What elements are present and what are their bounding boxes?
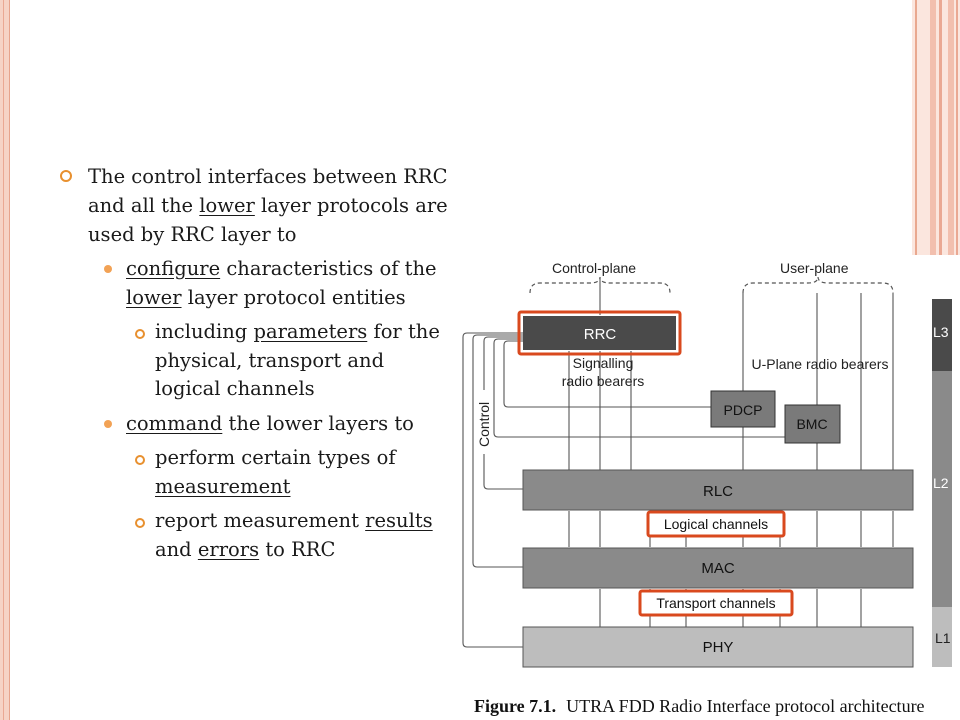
logical-channels-highlight bbox=[646, 510, 786, 538]
bullet-level-2: configure characteristics of the lower l… bbox=[60, 255, 450, 312]
bmc-box bbox=[784, 404, 841, 444]
l2-label: L2 bbox=[933, 475, 949, 491]
underlined-term: command bbox=[126, 411, 223, 435]
bullet-text: including bbox=[155, 320, 254, 343]
pdcp-label: PDCP bbox=[724, 402, 763, 418]
bullet-level-2: command the lower layers to bbox=[60, 410, 450, 439]
user-plane-label: User-plane bbox=[780, 260, 849, 276]
pdcp-box bbox=[710, 390, 776, 428]
figure-caption-label: Figure 7.1. bbox=[474, 696, 557, 716]
slide-right-decoration bbox=[912, 0, 960, 258]
l3-bar bbox=[932, 299, 952, 371]
underlined-term: errors bbox=[197, 537, 260, 561]
rrc-box bbox=[523, 316, 676, 350]
bullet-text: for the physical, transport and logical … bbox=[155, 320, 440, 400]
bullet-text: layer protocols are used by RRC layer to bbox=[88, 194, 448, 246]
control-label: Control bbox=[476, 402, 492, 447]
underlined-term: configure bbox=[126, 257, 221, 280]
underlined-term: parameters bbox=[253, 320, 368, 343]
bullet-text: and bbox=[155, 537, 198, 561]
underlined-term: results bbox=[365, 509, 433, 532]
transport-channels-label: Transport channels bbox=[656, 595, 775, 611]
bullet-text: to RRC bbox=[259, 537, 336, 561]
bullet-marker-icon bbox=[104, 419, 112, 428]
underlined-term: lower bbox=[126, 285, 182, 309]
uplane-bearers-label: U-Plane radio bearers bbox=[752, 356, 889, 372]
l1-label: L1 bbox=[935, 630, 951, 646]
bullet-text: perform certain types of bbox=[155, 446, 396, 469]
l3-label: L3 bbox=[933, 324, 949, 340]
underlined-term: measurement bbox=[155, 474, 291, 498]
bullet-marker-icon bbox=[60, 170, 72, 182]
bullet-list: The control interfaces between RRC and a… bbox=[60, 162, 450, 564]
user-plane-brace bbox=[742, 276, 894, 294]
rrc-label: RRC bbox=[584, 326, 617, 343]
l1-bar bbox=[932, 607, 952, 667]
control-plane-brace bbox=[529, 276, 671, 294]
l2-bar bbox=[932, 371, 952, 607]
bmc-label: BMC bbox=[796, 416, 827, 432]
mac-label: MAC bbox=[701, 560, 735, 577]
bullet-marker-icon bbox=[135, 518, 145, 528]
phy-label: PHY bbox=[703, 639, 734, 656]
bullet-text: report measurement bbox=[155, 509, 366, 532]
figure-caption-text: UTRA FDD Radio Interface protocol archit… bbox=[566, 696, 925, 716]
signalling-label-2: radio bearers bbox=[562, 373, 645, 389]
bullet-marker-icon bbox=[135, 455, 145, 465]
bullet-level-3: perform certain types of measurement bbox=[60, 444, 450, 501]
bullet-level-3: report measurement results and errors to… bbox=[60, 507, 450, 564]
bullet-text: layer protocol entities bbox=[181, 285, 406, 309]
logical-channels-label: Logical channels bbox=[664, 516, 768, 532]
protocol-architecture-figure: L3 L2 L1 Control-plane User-plane bbox=[455, 255, 960, 720]
rrc-highlight bbox=[517, 310, 682, 356]
phy-box bbox=[522, 626, 914, 668]
rlc-box bbox=[522, 469, 914, 511]
bullet-marker-icon bbox=[104, 265, 112, 273]
underlined-term: lower bbox=[199, 194, 255, 217]
rlc-label: RLC bbox=[703, 483, 733, 500]
bullet-level-3: including parameters for the physical, t… bbox=[60, 318, 450, 404]
bullet-marker-icon bbox=[135, 329, 145, 339]
figure-caption: Figure 7.1. UTRA FDD Radio Interface prot… bbox=[474, 696, 925, 717]
bullet-text: characteristics of the bbox=[220, 257, 437, 280]
signalling-label-1: Signalling bbox=[573, 355, 634, 371]
control-plane-label: Control-plane bbox=[552, 260, 636, 276]
bullet-level-1: The control interfaces between RRC and a… bbox=[60, 162, 450, 249]
bullet-text: The control interfaces between RRC and a… bbox=[88, 165, 448, 217]
slide-left-border bbox=[0, 0, 10, 720]
bullet-text: the lower layers to bbox=[222, 411, 414, 435]
mac-box bbox=[522, 547, 914, 589]
transport-channels-highlight bbox=[638, 589, 794, 617]
